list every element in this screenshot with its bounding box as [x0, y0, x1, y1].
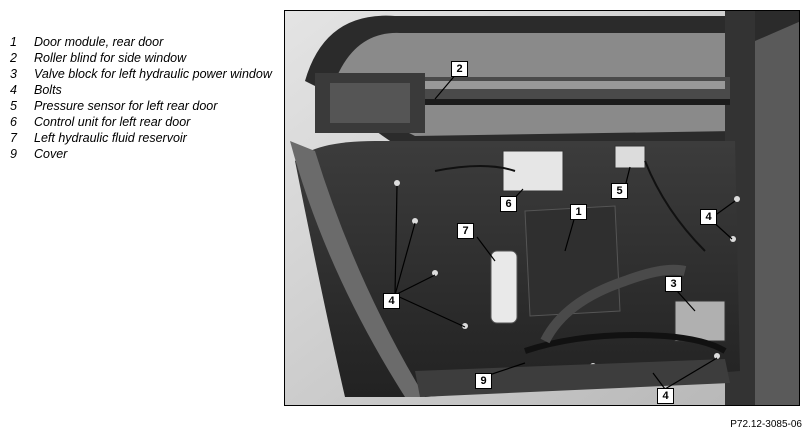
roller-blind-shadow: [320, 99, 730, 105]
legend-item: 6 Control unit for left rear door: [10, 114, 280, 130]
legend-number: 7: [10, 131, 17, 145]
legend-number: 2: [10, 51, 17, 65]
door-illustration: [285, 11, 799, 405]
bolt: [734, 196, 740, 202]
legend-number: 6: [10, 115, 17, 129]
bolt: [462, 323, 468, 329]
legend-number: 4: [10, 83, 17, 97]
legend-label: Roller blind for side window: [34, 51, 187, 65]
callout-4-left: 4: [383, 293, 400, 309]
callout-5: 5: [611, 183, 628, 199]
figure-reference: P72.12-3085-06: [730, 419, 802, 430]
callout-9: 9: [475, 373, 492, 389]
callout-7: 7: [457, 223, 474, 239]
legend-label: Pressure sensor for left rear door: [34, 99, 218, 113]
callout-1: 1: [570, 204, 587, 220]
legend-label: Control unit for left rear door: [34, 115, 191, 129]
door-edge: [755, 21, 799, 405]
callout-2: 2: [451, 61, 468, 77]
valve-block: [674, 300, 726, 342]
door-module: [524, 205, 621, 317]
legend-label: Door module, rear door: [34, 35, 164, 49]
legend-item: 3 Valve block for left hydraulic power w…: [10, 66, 280, 82]
legend-number: 1: [10, 35, 17, 49]
door-module-photo: 2 6 1 5 7 3 4 4 4 9: [284, 10, 800, 406]
bolt: [730, 236, 736, 242]
callout-3: 3: [665, 276, 682, 292]
legend-item: 4 Bolts: [10, 82, 280, 98]
legend-item: 1 Door module, rear door: [10, 34, 280, 50]
legend-number: 9: [10, 147, 17, 161]
bolt: [394, 180, 400, 186]
cable: [644, 160, 706, 252]
legend-item: 2 Roller blind for side window: [10, 50, 280, 66]
legend-item: 5 Pressure sensor for left rear door: [10, 98, 280, 114]
legend-label: Left hydraulic fluid reservoir: [34, 131, 187, 145]
latch-body: [330, 83, 410, 123]
legend-number: 3: [10, 67, 17, 81]
door-trim: [290, 141, 425, 397]
cover: [415, 359, 730, 397]
hydraulic-hose: [524, 332, 727, 354]
legend-label: Cover: [34, 147, 68, 161]
hydraulic-line: [540, 264, 687, 344]
legend-label: Bolts: [34, 83, 62, 97]
callout-4-right: 4: [700, 209, 717, 225]
legend: 1 Door module, rear door 2 Roller blind …: [10, 34, 280, 162]
bolt: [714, 353, 720, 359]
legend-item: 9 Cover: [10, 146, 280, 162]
bolt: [412, 218, 418, 224]
callout-4-bottom: 4: [657, 388, 674, 404]
roller-blind-highlight: [325, 81, 725, 89]
fluid-reservoir: [490, 250, 518, 324]
cable: [434, 165, 516, 172]
bolt: [432, 270, 438, 276]
callout-6: 6: [500, 196, 517, 212]
legend-label: Valve block for left hydraulic power win…: [34, 67, 272, 81]
legend-item: 7 Left hydraulic fluid reservoir: [10, 130, 280, 146]
pressure-sensor: [614, 145, 646, 169]
legend-number: 5: [10, 99, 17, 113]
